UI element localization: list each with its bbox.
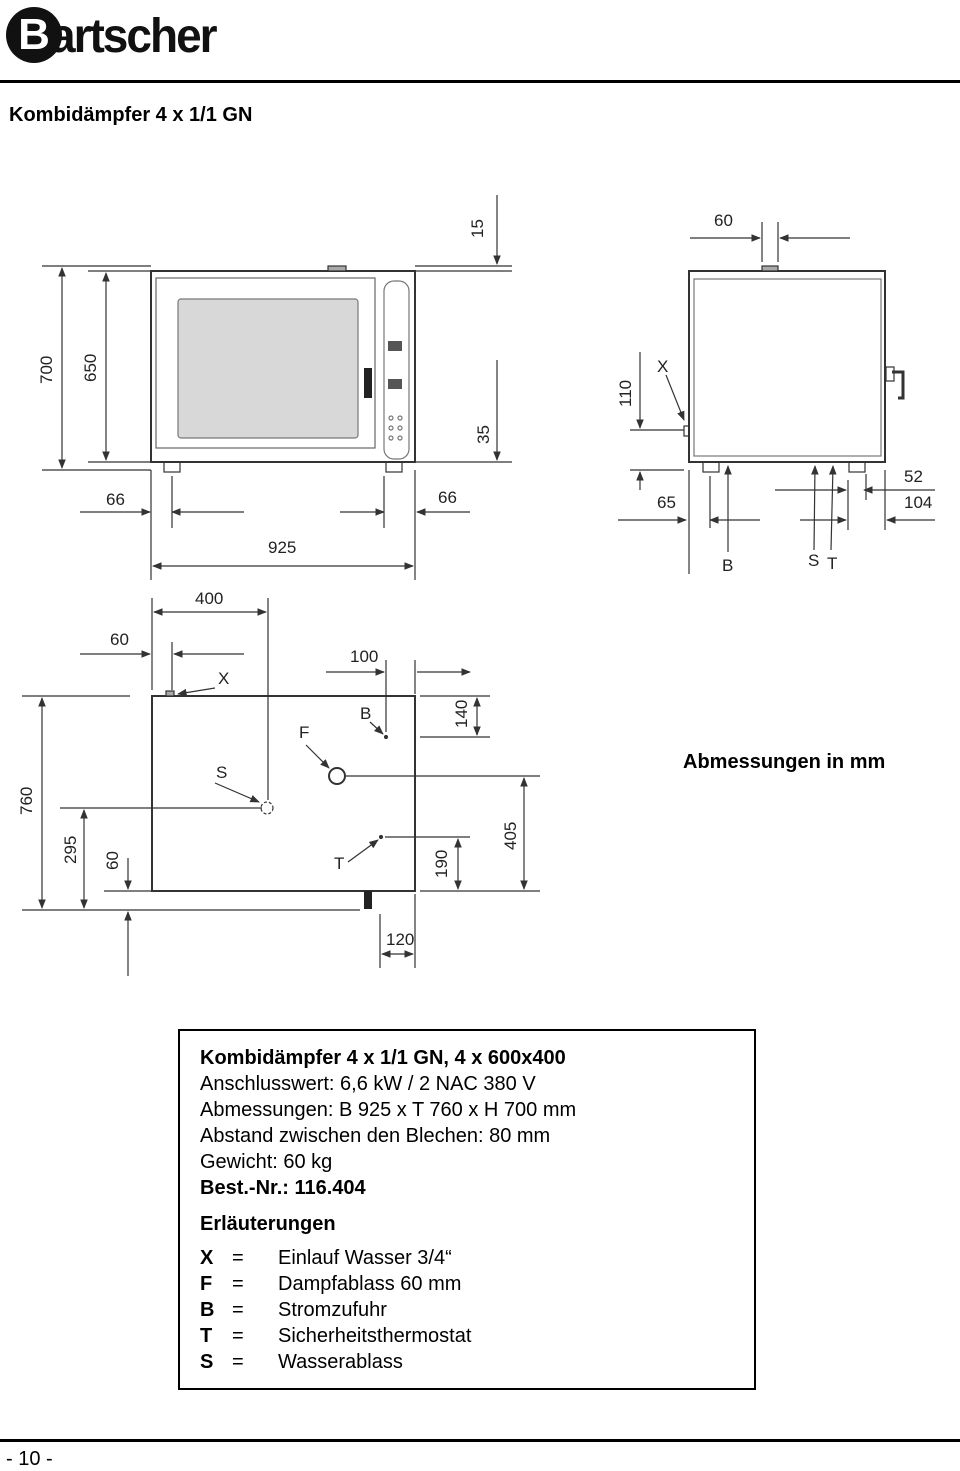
dim-label: 650 (81, 354, 100, 382)
legend-key: F (200, 1273, 213, 1295)
connector-label: X (657, 357, 668, 376)
connector-label: B (360, 704, 371, 723)
top-view-labels: 400 60 100 140 760 295 60 190 405 120 X … (17, 589, 520, 949)
dim-label: 120 (386, 930, 414, 949)
dim-label: 15 (468, 219, 487, 238)
dim-label: 60 (110, 630, 129, 649)
connector-label: X (218, 669, 229, 688)
legend-equals: = (232, 1325, 244, 1347)
dim-label: 140 (452, 700, 471, 728)
dim-label: 295 (61, 836, 80, 864)
dim-label: 66 (438, 488, 457, 507)
dim-label: 760 (17, 787, 36, 815)
legend-row: F = Dampfablass 60 mm (200, 1271, 754, 1297)
page-number: - 10 - (6, 1448, 53, 1470)
legend-equals: = (232, 1247, 244, 1269)
footer-divider (0, 1439, 960, 1442)
connector-label: S (216, 763, 227, 782)
front-view-dimension-labels: 15 700 650 35 66 66 925 (37, 219, 493, 557)
legend-text: Stromzufuhr (278, 1299, 387, 1321)
dim-label: 60 (103, 851, 122, 870)
units-note: Abmessungen in mm (683, 751, 886, 773)
legend-text: Wasserablass (278, 1351, 403, 1373)
legend-text: Einlauf Wasser 3/4“ (278, 1247, 452, 1269)
connector-label: B (722, 556, 733, 575)
header-divider (0, 80, 960, 83)
legend-equals: = (232, 1351, 244, 1373)
legend-row: T = Sicherheitsthermostat (200, 1323, 754, 1349)
legend-text: Sicherheitsthermostat (278, 1325, 472, 1347)
connector-label: S (808, 551, 819, 570)
dim-label: 110 (616, 380, 635, 407)
dim-label: 35 (474, 425, 493, 444)
dim-label: 100 (350, 647, 378, 666)
page-title: Kombidämpfer 4 x 1/1 GN (9, 104, 253, 126)
dim-label: 104 (904, 493, 932, 512)
dim-label: 60 (714, 211, 733, 230)
dim-label: 925 (268, 538, 296, 557)
legend-equals: = (232, 1299, 244, 1321)
spec-line: Anschlusswert: 6,6 kW / 2 NAC 380 V (200, 1073, 536, 1095)
legend-equals: = (232, 1273, 244, 1295)
brand-logo: B artscher (6, 2, 218, 68)
connector-label: T (827, 554, 837, 573)
spec-line: Gewicht: 60 kg (200, 1151, 333, 1173)
legend-key: X (200, 1247, 214, 1269)
dim-label: 65 (657, 493, 676, 512)
dim-label: 190 (432, 850, 451, 878)
front-view (42, 195, 512, 580)
connector-label: F (299, 723, 309, 742)
legend-key: T (200, 1325, 213, 1347)
dim-label: 700 (37, 356, 56, 384)
dim-label: 66 (106, 490, 125, 509)
dim-label: 400 (195, 589, 223, 608)
dim-label: 52 (904, 467, 923, 486)
side-view (618, 222, 935, 574)
order-number: Best.-Nr.: 116.404 (200, 1177, 366, 1199)
legend-row: X = Einlauf Wasser 3/4“ (200, 1245, 754, 1271)
legend-title: Erläuterungen (200, 1213, 336, 1235)
legend-key: S (200, 1351, 214, 1373)
spec-heading: Kombidämpfer 4 x 1/1 GN, 4 x 600x400 (200, 1047, 566, 1069)
dim-label: 405 (501, 822, 520, 850)
logo-mark: B (6, 7, 62, 63)
connector-label: T (334, 854, 344, 873)
legend-row: B = Stromzufuhr (200, 1297, 754, 1323)
logo-wordmark: artscher (50, 7, 218, 63)
spec-line: Abmessungen: B 925 x T 760 x H 700 mm (200, 1099, 577, 1121)
side-view-labels: 60 110 65 52 104 X B S T (616, 211, 932, 575)
top-view (22, 598, 540, 976)
legend-text: Dampfablass 60 mm (278, 1273, 462, 1295)
legend-key: B (200, 1299, 215, 1321)
legend-row: S = Wasserablass (200, 1349, 754, 1375)
specifications-box: Kombidämpfer 4 x 1/1 GN, 4 x 600x400 Ans… (178, 1029, 756, 1390)
technical-drawing: 15 700 650 35 66 66 925 (17, 195, 935, 976)
spec-line: Abstand zwischen den Blechen: 80 mm (200, 1125, 551, 1147)
